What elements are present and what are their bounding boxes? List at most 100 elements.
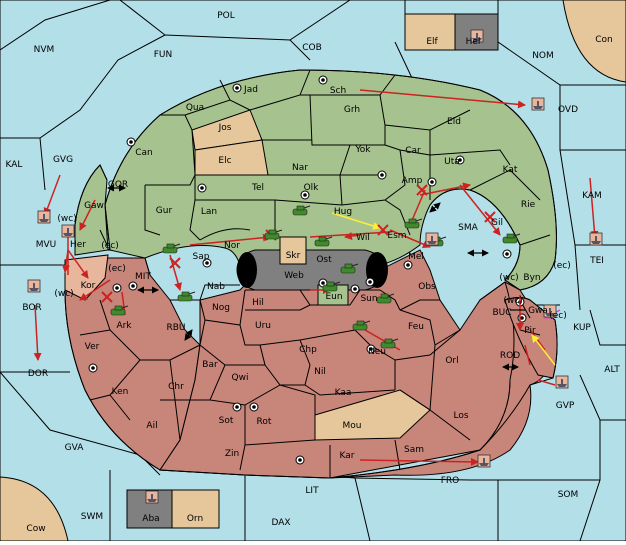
province-label-kar: Kar — [340, 451, 355, 461]
supply-center-core — [369, 347, 373, 351]
province-label-jad: Jad — [243, 85, 258, 95]
supply-center-core — [380, 173, 384, 177]
fleet-unit[interactable] — [477, 454, 491, 468]
province-label-uru: Uru — [255, 321, 271, 331]
army-unit[interactable] — [502, 233, 521, 244]
fleet-unit[interactable] — [425, 232, 439, 246]
supply-center-core — [298, 458, 302, 462]
supply-center-core — [131, 284, 135, 288]
province-label-mvu: MVU — [36, 240, 57, 250]
province-label-rod: ROD — [500, 351, 520, 361]
province-label-ec1: (ec) — [101, 241, 119, 251]
province-label-amp: Amp — [402, 176, 423, 186]
province-label-nvm: NVM — [34, 45, 55, 55]
province-label-ark: Ark — [116, 321, 132, 331]
army-unit[interactable] — [352, 320, 371, 331]
supply-center-core — [520, 316, 524, 320]
province-label-chp: Chp — [299, 345, 317, 355]
province-label-lan: Lan — [201, 207, 217, 217]
army-unit[interactable] — [110, 305, 129, 316]
province-label-orl: Orl — [445, 356, 458, 366]
army-unit[interactable] — [177, 291, 196, 302]
province-label-rbu: RBU — [166, 323, 185, 333]
province-label-mou: Mou — [343, 421, 362, 431]
province-label-uta: Uta — [444, 157, 460, 167]
province-label-byn: Byn — [523, 273, 540, 283]
province-label-feu: Feu — [408, 322, 424, 332]
province-label-wil: Wil — [356, 233, 370, 243]
fleet-unit[interactable] — [555, 375, 569, 389]
region-orn[interactable] — [171, 489, 220, 529]
region-skr[interactable] — [279, 236, 307, 265]
province-label-hug: Hug — [334, 207, 352, 217]
province-label-wc2: (wc) — [54, 289, 73, 299]
army-unit[interactable] — [314, 236, 333, 247]
supply-center-core — [235, 86, 239, 90]
province-label-sun: Sun — [360, 294, 377, 304]
fleet-unit[interactable] — [531, 97, 545, 111]
province-label-bor: BOR — [22, 303, 41, 313]
army-unit[interactable] — [322, 281, 341, 292]
province-label-can: Can — [135, 148, 153, 158]
province-label-kam: KAM — [582, 191, 602, 201]
adjacency-arrows — [107, 184, 525, 371]
region-center-cap-left — [237, 252, 257, 288]
supply-center-core — [91, 366, 95, 370]
province-label-web: Web — [284, 271, 304, 281]
army-unit[interactable] — [292, 205, 311, 216]
province-label-eld: Eld — [447, 117, 461, 127]
province-label-nog: Nog — [212, 303, 230, 313]
fleet-unit[interactable] — [470, 29, 484, 43]
province-label-zin: Zin — [225, 449, 239, 459]
province-label-ken: Ken — [112, 387, 129, 397]
army-unit[interactable] — [264, 229, 283, 240]
region-elf[interactable] — [404, 13, 456, 51]
province-label-con: Con — [595, 35, 613, 45]
province-label-swm: SWM — [81, 512, 103, 522]
province-label-gil: Gil — [491, 218, 503, 228]
army-unit[interactable] — [404, 218, 423, 229]
army-unit[interactable] — [380, 338, 399, 349]
province-label-chr: Chr — [168, 382, 184, 392]
fleet-unit[interactable] — [589, 232, 603, 246]
supply-center-core — [321, 78, 325, 82]
supply-center-core — [430, 180, 434, 184]
province-label-wc3: (wc) — [499, 273, 518, 283]
province-label-gva: GVA — [65, 443, 85, 453]
fleet-unit[interactable] — [543, 304, 557, 318]
province-label-gor: GOR — [108, 180, 128, 190]
province-label-nar: Nar — [292, 163, 308, 173]
province-label-tel: Tel — [251, 183, 264, 193]
province-label-gvg: GVG — [53, 155, 73, 165]
province-label-orn: Orn — [187, 514, 203, 524]
army-unit[interactable] — [340, 263, 359, 274]
province-label-rot: Rot — [257, 417, 272, 427]
province-label-ver: Ver — [85, 342, 100, 352]
province-label-alt: ALT — [604, 365, 620, 375]
fleet-unit[interactable] — [27, 279, 41, 293]
province-label-nil: Nil — [314, 367, 326, 377]
province-label-sch: Sch — [330, 86, 346, 96]
province-label-cow: Cow — [26, 524, 45, 534]
province-label-hil: Hil — [252, 298, 264, 308]
fleet-unit[interactable] — [61, 224, 75, 238]
army-unit[interactable] — [162, 243, 181, 254]
province-label-ost: Ost — [316, 255, 332, 265]
fleet-unit[interactable] — [37, 210, 51, 224]
province-label-kaa: Kaa — [335, 388, 352, 398]
province-label-esm: Esm — [387, 231, 406, 241]
province-label-car: Car — [405, 146, 421, 156]
province-label-skr: Skr — [286, 251, 301, 261]
province-label-ec3: (ec) — [553, 261, 571, 271]
province-label-sma: SMA — [458, 223, 478, 233]
supply-center-core — [200, 186, 204, 190]
region-center-dark[interactable] — [236, 249, 386, 291]
province-label-lit: LIT — [305, 486, 319, 496]
province-label-nor: Nor — [224, 241, 240, 251]
fleet-unit[interactable] — [145, 490, 159, 504]
province-label-mel: Mel — [408, 252, 424, 262]
army-unit[interactable] — [376, 293, 395, 304]
